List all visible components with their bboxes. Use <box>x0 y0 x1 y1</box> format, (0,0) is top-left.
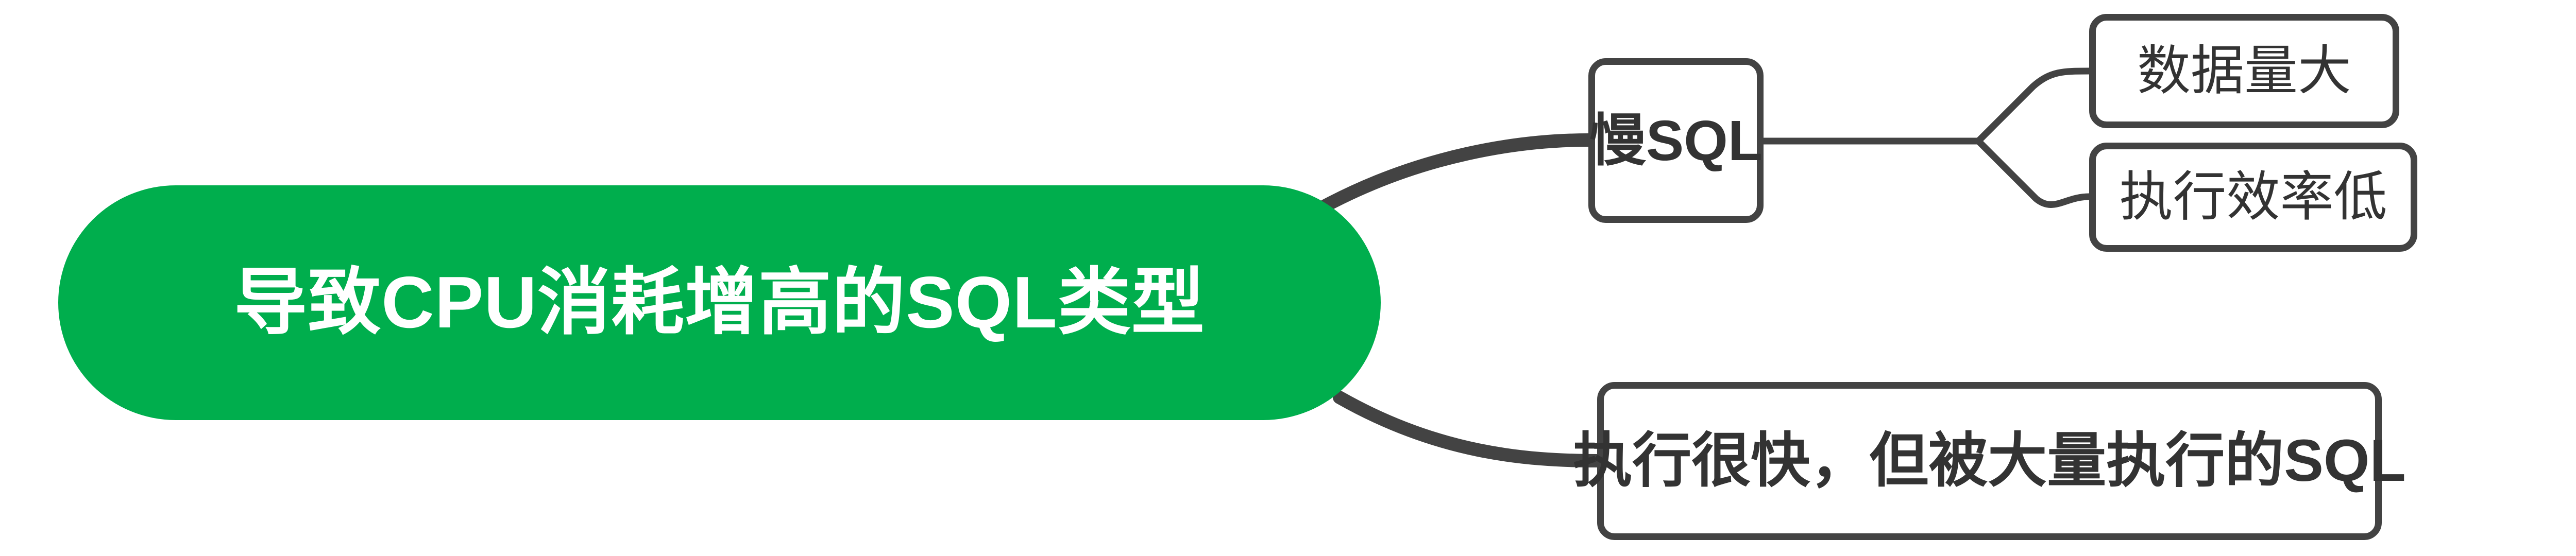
branch-node-slow-sql-label: 慢SQL <box>1589 109 1763 172</box>
leaf-node-low-exec-efficiency-label: 执行效率低 <box>2119 167 2387 227</box>
branch-node-fast-but-frequently-executed-sql-label: 执行很快，但被大量执行的SQL <box>1573 428 2406 494</box>
branch-node-fast-but-frequently-executed-sql[interactable]: 执行很快，但被大量执行的SQL <box>1573 382 2406 540</box>
leaf-node-low-exec-efficiency[interactable]: 执行效率低 <box>2089 143 2417 252</box>
branch-node-slow-sql[interactable]: 慢SQL <box>1588 58 1764 223</box>
leaf-node-big-data-volume[interactable]: 数据量大 <box>2089 14 2399 128</box>
root-node-label: 导致CPU消耗增高的SQL类型 <box>234 261 1205 343</box>
edge-root-to-slow-sql <box>1318 133 1595 213</box>
edge-root-to-fast-frequent <box>1333 391 1604 467</box>
edge-slow-sql-to-big-data <box>1975 67 2093 145</box>
root-node-sql-types-causing-high-cpu[interactable]: 导致CPU消耗增高的SQL类型 <box>58 185 1381 420</box>
edge-slow-sql-to-low-efficiency <box>1975 137 2093 208</box>
leaf-node-big-data-volume-label: 数据量大 <box>2137 41 2351 101</box>
